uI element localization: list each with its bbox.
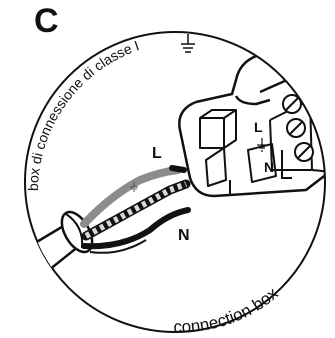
wire-label-neutral: N xyxy=(178,227,190,244)
ground-icon xyxy=(181,34,195,53)
wire-label-live: L xyxy=(152,145,162,162)
terminal-label-live: L xyxy=(254,119,263,135)
terminal-block xyxy=(281,94,314,179)
box-class-label: box di connessione di classe I xyxy=(25,37,141,191)
neutral-wire xyxy=(81,207,191,250)
live-wire-tip xyxy=(169,165,187,173)
connection-box-label: connection box xyxy=(173,283,282,336)
terminal-ground-icon xyxy=(257,138,267,152)
wire-ground-icon xyxy=(130,182,138,192)
live-wire xyxy=(80,166,182,228)
panel-letter: C xyxy=(34,2,59,40)
terminal-label-neutral: N xyxy=(264,159,274,175)
detail-circle xyxy=(24,31,326,333)
